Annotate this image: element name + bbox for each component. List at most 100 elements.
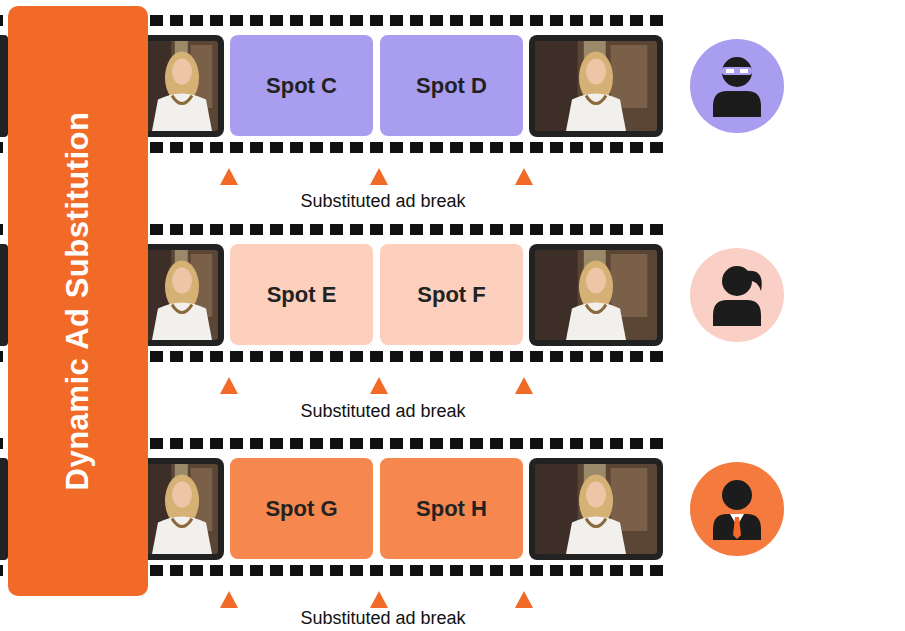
- figure-necklace: [172, 305, 192, 313]
- sprocket-hole: [550, 142, 563, 153]
- sprocket-hole: [350, 15, 363, 26]
- sprocket-hole: [490, 15, 503, 26]
- scene-background: [535, 41, 657, 131]
- thumbnail-frame: [529, 35, 663, 137]
- avatar-circle: [690, 39, 784, 133]
- avatar-mask: [722, 67, 752, 75]
- scene-background: [146, 41, 218, 131]
- sprocket-hole: [650, 351, 663, 362]
- ad-break-triangle: [220, 591, 238, 608]
- figure-necklace: [172, 96, 192, 104]
- spot-label: Spot C: [266, 73, 337, 99]
- sprocket-hole: [210, 438, 223, 449]
- sprocket-hole: [630, 438, 643, 449]
- sprocket-hole: [490, 142, 503, 153]
- sprocket-hole: [250, 15, 263, 26]
- sprocket-hole: [630, 142, 643, 153]
- avatar-head: [722, 480, 752, 510]
- sprocket-hole: [190, 351, 203, 362]
- sprocket-hole: [650, 142, 663, 153]
- sprocket-hole: [590, 142, 603, 153]
- sprocket-hole: [610, 438, 623, 449]
- sprocket-hole: [290, 15, 303, 26]
- figure-sweater: [152, 94, 212, 131]
- scene-background: [146, 464, 218, 554]
- ad-break-label: Substituted ad break: [300, 401, 465, 422]
- sprocket-hole: [590, 565, 603, 576]
- thumbnail-scene: [535, 464, 657, 554]
- sprocket-hole: [430, 224, 443, 235]
- sprocket-hole: [210, 565, 223, 576]
- sprocket-hole: [470, 565, 483, 576]
- sprocket-hole: [250, 565, 263, 576]
- sprocket-hole: [350, 565, 363, 576]
- sprocket-hole: [250, 351, 263, 362]
- sprocket-hole: [450, 565, 463, 576]
- figure-sweater: [566, 94, 626, 131]
- avatar-body: [713, 514, 761, 540]
- sprocket-hole: [230, 438, 243, 449]
- sprocket-hole: [330, 565, 343, 576]
- sprocket-hole: [0, 565, 3, 576]
- sprocket-hole: [310, 351, 323, 362]
- title-bar: Dynamic Ad Substitution: [8, 6, 148, 596]
- sprocket-hole: [410, 224, 423, 235]
- sprocket-hole: [510, 438, 523, 449]
- sprocket-hole: [490, 438, 503, 449]
- avatar-body: [713, 91, 761, 117]
- strip-frame-left: [0, 244, 8, 346]
- strip-frame-left: [0, 35, 8, 137]
- sprocket-hole: [430, 351, 443, 362]
- sprocket-hole: [0, 15, 3, 26]
- sprocket-hole: [490, 565, 503, 576]
- sprocket-hole: [370, 142, 383, 153]
- thumbnail-scene: [146, 41, 218, 131]
- ad-break-triangle: [220, 168, 238, 185]
- spot-label: Spot D: [416, 73, 487, 99]
- sprocket-hole: [650, 565, 663, 576]
- ad-break-markers: [220, 168, 533, 185]
- spot-label: Spot F: [417, 282, 485, 308]
- avatar-eye: [740, 69, 748, 73]
- sprocket-hole: [250, 224, 263, 235]
- sprocket-hole: [510, 142, 523, 153]
- spot-label: Spot H: [416, 496, 487, 522]
- sprocket-hole: [550, 351, 563, 362]
- sprocket-hole: [0, 142, 3, 153]
- strip-frame-left: [0, 458, 8, 560]
- sprocket-hole: [450, 351, 463, 362]
- viewer-avatar: [690, 248, 784, 342]
- thumbnail-frame: [529, 458, 663, 560]
- sprocket-hole: [210, 15, 223, 26]
- avatar-eye: [726, 69, 734, 73]
- ad-break-triangle: [515, 377, 533, 394]
- sprocket-hole: [590, 224, 603, 235]
- sprocket-hole: [170, 142, 183, 153]
- sprocket-hole: [510, 224, 523, 235]
- sprocket-hole: [650, 224, 663, 235]
- sprocket-hole: [530, 142, 543, 153]
- sprocket-hole: [590, 15, 603, 26]
- figure-sweater: [566, 517, 626, 554]
- sprocket-hole: [390, 142, 403, 153]
- avatar-body: [713, 300, 761, 326]
- avatar-circle: [690, 248, 784, 342]
- sprocket-hole: [330, 15, 343, 26]
- sprocket-hole: [410, 15, 423, 26]
- sprocket-hole: [470, 15, 483, 26]
- sprocket-hole: [310, 438, 323, 449]
- thumbnail-frame: [140, 244, 224, 346]
- thumbnail-frame: [140, 458, 224, 560]
- sprocket-hole: [250, 438, 263, 449]
- sprocket-hole: [510, 351, 523, 362]
- thumbnail-scene: [535, 250, 657, 340]
- sprocket-hole: [630, 15, 643, 26]
- sprocket-hole: [570, 438, 583, 449]
- sprocket-hole: [270, 142, 283, 153]
- thumbnail-frame: [140, 35, 224, 137]
- sprocket-hole: [330, 142, 343, 153]
- sprocket-hole: [470, 438, 483, 449]
- sprocket-hole: [570, 15, 583, 26]
- ad-break-markers: [220, 377, 533, 394]
- ad-break-markers: [220, 591, 533, 608]
